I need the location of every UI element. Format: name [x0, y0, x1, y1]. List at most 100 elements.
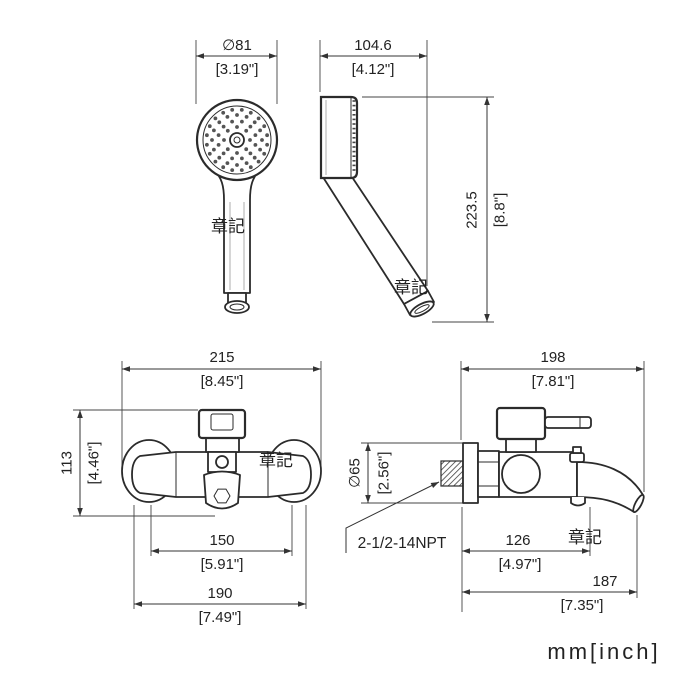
spray-hole [235, 151, 239, 155]
spray-hole [258, 128, 262, 133]
width-mm-label: 104.6 [354, 37, 392, 54]
spray-hole [213, 159, 218, 164]
reach-long-inch-label: [7.35"] [561, 597, 604, 614]
spray-hole [256, 159, 261, 164]
spray-hole [216, 133, 221, 138]
spray-hole [216, 143, 221, 147]
height-mm-label: 223.5 [464, 191, 481, 229]
spray-hole [262, 124, 267, 129]
mixer-side-view: 198 [7.81"] ∅65 [2.56"] 2-1/2-14NPT 126 … [345, 349, 645, 614]
spray-hole [212, 147, 216, 152]
watermark: 章記 [259, 451, 293, 471]
depth-inch-label: [7.81"] [532, 373, 575, 390]
spray-hole [235, 163, 239, 167]
spray-hole [207, 124, 212, 129]
spray-center-cap [229, 132, 245, 148]
overall-width-inch-label: [8.45"] [201, 373, 244, 390]
diameter-mm-label: ∅81 [222, 37, 252, 54]
spray-hole [262, 151, 267, 156]
spray-hole [248, 138, 252, 142]
spray-hole [230, 108, 235, 112]
spray-hole [230, 156, 235, 161]
width-inch-label: [4.12"] [352, 61, 395, 78]
spray-hole [222, 138, 226, 142]
hose-connector-bore-side [414, 304, 430, 314]
spray-hole [244, 161, 249, 166]
spray-hole [256, 116, 261, 121]
spray-hole [253, 133, 258, 138]
spray-hole [210, 138, 214, 142]
spray-hole [265, 133, 269, 138]
spray-hole [252, 120, 257, 125]
reach-short-inch-label: [4.97"] [499, 556, 542, 573]
inner-span-inch-label: [5.91"] [201, 556, 244, 573]
flange-mm-label: ∅65 [347, 458, 364, 488]
reach-short-mm-label: 126 [505, 532, 530, 549]
spray-hole [248, 151, 253, 156]
inner-span-mm-label: 150 [209, 532, 234, 549]
spray-hole [225, 147, 230, 152]
handshower-side-view: 104.6 [4.12"] 223.5 [8.8"] [319, 37, 509, 323]
spray-hole [260, 138, 264, 142]
diverter-knob-side [569, 452, 585, 463]
thread-leader-line [345, 481, 440, 553]
eccentric-connector [501, 454, 541, 494]
spray-holes-side [352, 100, 356, 171]
spray-hole [240, 119, 244, 124]
spray-hole [244, 115, 249, 119]
spray-hole [239, 168, 244, 173]
spout-front [203, 470, 241, 510]
spray-hole [239, 108, 244, 112]
spray-hole [230, 168, 235, 173]
spray-hole [221, 110, 226, 115]
spray-center-dot [233, 136, 241, 144]
watermark: 章記 [394, 278, 428, 298]
spray-hole [230, 119, 235, 124]
hose-connector-side [403, 290, 435, 316]
outer-span-mm-label: 190 [207, 585, 232, 602]
hose-connector-end [224, 300, 250, 314]
spray-hole [240, 156, 244, 161]
spout-outlet [632, 494, 645, 513]
spray-hole [213, 116, 218, 121]
spray-hole [258, 147, 262, 152]
spray-hole [253, 143, 258, 147]
spray-hole [205, 142, 209, 147]
bath-spout [576, 461, 644, 513]
spray-hole [244, 128, 249, 133]
depth-mm-label: 198 [540, 349, 565, 366]
spray-hole [235, 125, 239, 129]
spray-hole [207, 151, 212, 156]
watermark: 章記 [568, 528, 602, 548]
height-mm-label: 113 [59, 451, 76, 475]
reach-long-mm-label: 187 [592, 573, 617, 590]
spray-hole [225, 115, 230, 119]
spray-hole [235, 113, 239, 117]
hose-connector-end-side [409, 300, 435, 318]
spray-hole [221, 151, 226, 156]
spray-holes [205, 108, 269, 173]
units-legend: mm[inch] [547, 639, 660, 664]
threaded-pipe [440, 460, 464, 487]
outer-span-inch-label: [7.49"] [199, 609, 242, 626]
spray-head-side [319, 95, 359, 180]
spray-hole [225, 128, 230, 133]
spray-hole [225, 161, 230, 166]
spray-hole [221, 124, 226, 129]
diameter-inch-label: [3.19"] [216, 61, 259, 78]
diverter-knob [215, 455, 229, 469]
spray-hole [212, 128, 216, 133]
hose-outlet [570, 497, 586, 507]
wall-flange [462, 442, 479, 504]
spray-hole [248, 110, 253, 115]
spray-hole [205, 133, 209, 138]
spray-hole [252, 155, 257, 160]
diverter-cap [572, 446, 582, 454]
spray-hole [265, 142, 269, 147]
hose-connector-bore [229, 303, 245, 311]
watermark: 章記 [211, 217, 245, 237]
height-inch-label: [8.8"] [492, 193, 509, 228]
spray-hole [248, 124, 253, 129]
spray-hole [221, 165, 226, 170]
